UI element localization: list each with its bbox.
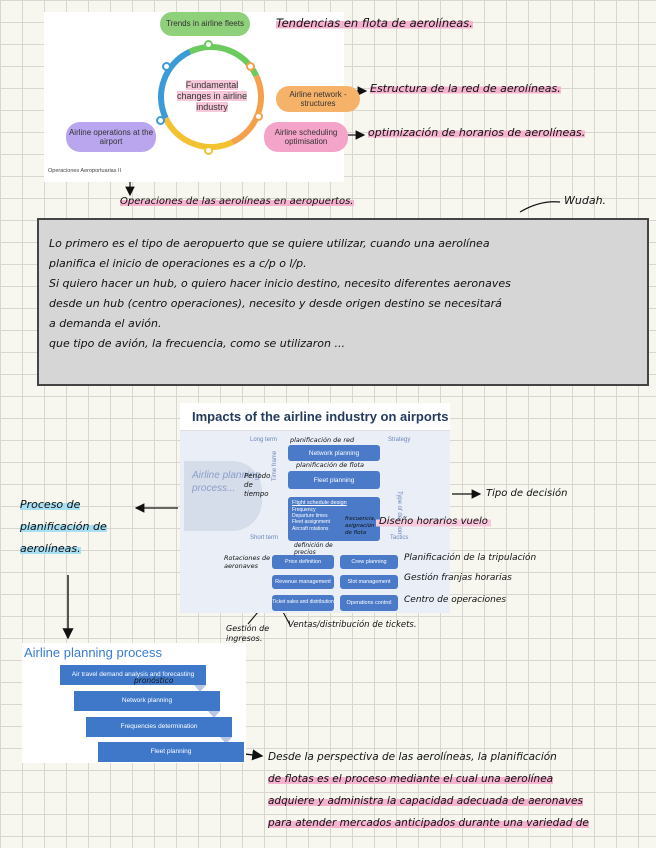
step-network-planning: Network planning bbox=[74, 691, 220, 711]
note-tipo-decision: Tipo de decisión bbox=[486, 488, 568, 499]
impacts-slide: Impacts of the airline industry on airpo… bbox=[180, 403, 450, 613]
label-strategy: Strategy bbox=[388, 437, 411, 443]
chevron-down-icon bbox=[208, 711, 220, 718]
note-ventas: Ventas/distribución de tickets. bbox=[288, 620, 417, 630]
note-operations: Operaciones de las aerolíneas en aeropue… bbox=[120, 196, 354, 207]
cycle-center-text: Fundamental changes in airline industry bbox=[176, 80, 248, 112]
schedule-item: Frequency bbox=[292, 506, 316, 513]
ring-dot bbox=[156, 116, 165, 125]
label-long-term: Long term bbox=[250, 437, 278, 443]
box-ticket-sales: Ticket sales and distribution bbox=[272, 595, 334, 611]
step-frequencies: Frequencies determination bbox=[86, 717, 232, 737]
ring-dot bbox=[204, 146, 213, 155]
note-scheduling: optimización de horarios de aerolíneas. bbox=[368, 126, 586, 139]
schedule-design-label: Flight schedule design bbox=[292, 500, 347, 506]
note-trends: Tendencias en flota de aerolíneas. bbox=[276, 16, 473, 30]
pill-network: Airline network - structures bbox=[276, 86, 360, 112]
impacts-title: Impacts of the airline industry on airpo… bbox=[180, 403, 450, 431]
step-fleet-planning: Fleet planning bbox=[98, 742, 244, 762]
chevron-down-icon bbox=[220, 737, 232, 744]
bottom-note-line: adquiere y administra la capacidad adecu… bbox=[268, 795, 583, 807]
box-schedule-design: Flight schedule design Frequency Departu… bbox=[288, 497, 380, 541]
ring-dot bbox=[204, 40, 213, 49]
bottom-note-line: de flotas es el proceso mediante el cual… bbox=[268, 773, 554, 785]
note-planif-red: planificación de red bbox=[290, 436, 355, 444]
box-operations-control: Operations control bbox=[340, 595, 398, 611]
ring-dot bbox=[254, 112, 263, 121]
note-line: Si quiero hacer un hub, o quiero hacer i… bbox=[49, 277, 511, 290]
note-gestion-franjas: Gestión franjas horarias bbox=[404, 573, 512, 583]
label-type-of-decision: Type of decision bbox=[396, 491, 402, 535]
note-gestion-ingresos: Gestión de ingresos. bbox=[226, 624, 270, 643]
label-time-frame: Time frame bbox=[272, 450, 278, 481]
note-proceso: Proceso de planificación de aerolíneas. bbox=[20, 498, 107, 555]
note-network: Estructura de la red de aerolíneas. bbox=[370, 82, 561, 95]
chevron-down-icon bbox=[194, 685, 206, 692]
note-wudah: Wudah. bbox=[564, 194, 607, 207]
box-slot-management: Slot management bbox=[340, 575, 398, 589]
pill-operations: Airline operations at the airport bbox=[66, 122, 156, 152]
pill-trends: Trends in airline fleets bbox=[160, 12, 250, 36]
step-demand-analysis: Air travel demand analysis and forecasti… bbox=[60, 665, 206, 685]
slide-caption: Operaciones Aeroportuarias II bbox=[48, 168, 122, 174]
pill-scheduling: Airline scheduling optimisation bbox=[264, 122, 348, 152]
box-crew-planning: Crew planning bbox=[340, 555, 398, 569]
note-periodo: Periodo de tiempo bbox=[244, 472, 271, 498]
bottom-note: Desde la perspectiva de las aerolíneas, … bbox=[268, 746, 652, 834]
box-network-planning: Network planning bbox=[288, 445, 380, 461]
note-frecuencia: frecuencia, asignación de flota bbox=[345, 516, 376, 536]
box-revenue-management: Revenue management bbox=[272, 575, 334, 589]
note-planif-flota: planificación de flota bbox=[296, 461, 365, 469]
ring-dot bbox=[246, 62, 255, 71]
schedule-item: Departure times bbox=[292, 513, 328, 520]
box-fleet-planning: Fleet planning bbox=[288, 471, 380, 489]
planning-process-title: Airline planning process bbox=[24, 645, 163, 660]
note-rotaciones: Rotaciones de aeronaves bbox=[224, 554, 271, 570]
schedule-item: Fleet assignment bbox=[292, 519, 331, 526]
bottom-note-line: para atender mercados anticipados durant… bbox=[268, 817, 589, 829]
airline-changes-cycle-diagram: Trends in airline fleets Airline network… bbox=[44, 12, 360, 182]
note-planif-tripulacion: Planificación de la tripulación bbox=[404, 553, 537, 563]
note-line: desde un hub (centro operaciones), neces… bbox=[49, 297, 502, 310]
label-tactics: Tactics bbox=[390, 535, 409, 541]
note-diseno-horarios: Diseño horarios vuelo bbox=[376, 516, 491, 527]
airline-planning-shape: Airline planning process... bbox=[184, 461, 262, 531]
box-price-definition: Price definition bbox=[272, 555, 334, 569]
note-line: a demanda el avión. bbox=[49, 317, 162, 330]
impacts-body: Long term Strategy Short term Tactics Ti… bbox=[180, 431, 450, 613]
handwritten-note-box: Lo primero es el tipo de aeropuerto que … bbox=[37, 218, 649, 386]
note-centro-operaciones: Centro de operaciones bbox=[404, 595, 507, 605]
schedule-item: Aircraft rotations bbox=[292, 525, 329, 532]
note-line: Lo primero es el tipo de aeropuerto que … bbox=[49, 237, 490, 250]
note-def-precios: definición de precios bbox=[294, 542, 333, 556]
ring-dot bbox=[162, 62, 171, 71]
label-short-term: Short term bbox=[250, 535, 279, 541]
bottom-note-line: Desde la perspectiva de las aerolíneas, … bbox=[268, 751, 557, 763]
note-line: planifica el inicio de operaciones es a … bbox=[49, 257, 307, 270]
note-line: que tipo de avión, la frecuencia, como s… bbox=[49, 337, 345, 350]
planning-process-slide: Airline planning process Air travel dema… bbox=[22, 643, 246, 763]
note-pronostico: pronóstico bbox=[134, 676, 174, 685]
